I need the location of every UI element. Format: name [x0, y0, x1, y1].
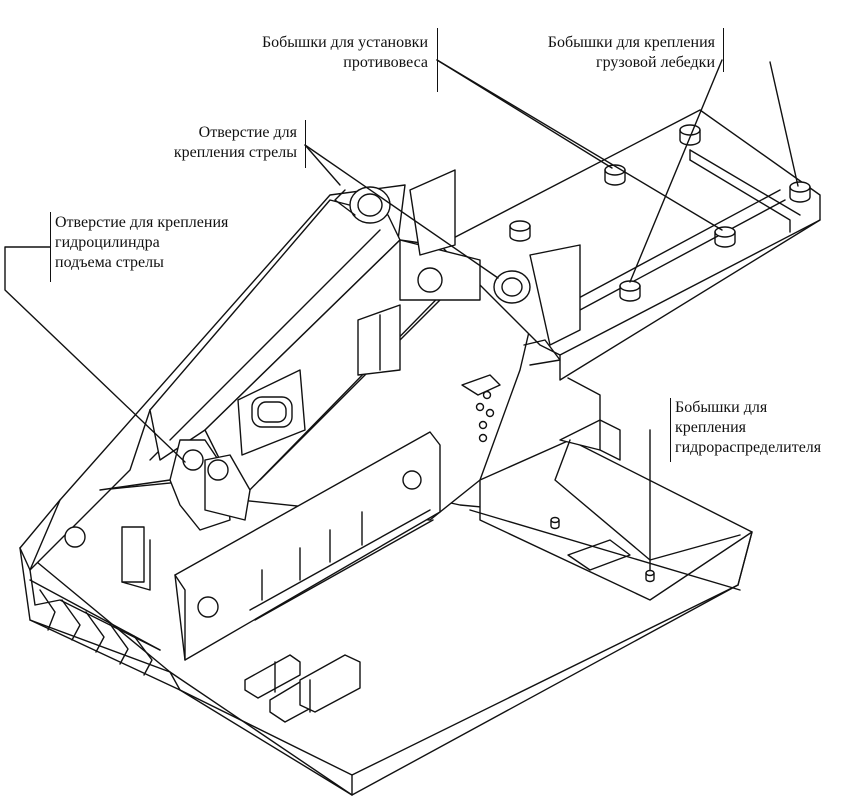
winch-boss-1 [679, 124, 701, 146]
boom-mount-hole-label: Отверстие для крепления стрелы [174, 123, 297, 163]
label-bar-valve [670, 398, 671, 462]
counterweight-bosses-label: Бобышки для установки противовеса [262, 33, 428, 73]
winch-boss-4 [509, 220, 531, 242]
label-bar-cylinder-hole [50, 212, 51, 282]
boom-hole-label-line-1: Отверстие для [198, 124, 297, 141]
valve-label-line-3: гидрораспределителя [675, 439, 822, 456]
label-bar-winch [723, 28, 724, 72]
column-holes [461, 374, 501, 443]
boom-hole-label-line-2: крепления стрелы [173, 144, 297, 161]
right-tray [469, 377, 753, 601]
leader-lines [4, 59, 799, 571]
front-wall [174, 431, 441, 661]
cylinder-label-line-2: гидроцилиндра [55, 234, 160, 251]
label-bar-counterweight [437, 28, 438, 92]
floor-brackets [244, 654, 361, 723]
valve-label-line-1: Бобышки для [675, 399, 768, 416]
winch-label-line-2: грузовой лебедки [596, 54, 715, 71]
winch-label-line-1: Бобышки для крепления [547, 34, 715, 51]
winch-boss-2 [789, 181, 811, 203]
valve-boss-1 [550, 516, 560, 530]
winch-boss-3 [619, 280, 641, 302]
counterweight-label-line-2: противовеса [343, 54, 428, 71]
bosses [509, 124, 811, 583]
counterweight-label-line-1: Бобышки для установки [261, 34, 428, 51]
rear-frame [439, 109, 821, 381]
cylinder-label-line-3: подъема стрелы [55, 254, 164, 271]
boom-cylinder-hole-label: Отверстие для крепления гидроцилиндра по… [55, 213, 228, 273]
valve-label-line-2: крепления [675, 419, 747, 436]
label-bar-boom-hole [305, 120, 306, 168]
winch-bosses-label: Бобышки для крепления грузовой лебедки [548, 33, 715, 73]
cylinder-label-line-1: Отверстие для крепления [55, 214, 229, 231]
valve-bosses-label: Бобышки для крепления гидрораспределител… [675, 398, 821, 458]
boom-mount-bosses [334, 169, 581, 366]
